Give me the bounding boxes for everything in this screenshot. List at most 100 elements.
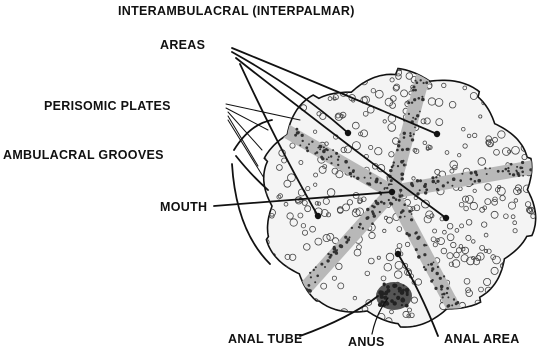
groove-stipple <box>299 144 301 146</box>
groove-stipple <box>424 183 427 186</box>
perisomic-plate <box>543 198 549 204</box>
perisomic-plate <box>536 168 543 175</box>
groove-stipple <box>507 170 510 173</box>
groove-stipple <box>330 155 332 157</box>
groove-stipple <box>516 171 518 173</box>
groove-stipple <box>432 180 436 184</box>
perisomic-plate <box>321 88 325 92</box>
groove-stipple <box>389 202 392 205</box>
groove-stipple <box>398 199 401 202</box>
groove-stipple <box>300 291 303 294</box>
perisomic-plate <box>306 92 310 96</box>
perisomic-plate <box>287 273 291 277</box>
groove-stipple <box>423 82 425 84</box>
groove-stipple <box>375 201 378 204</box>
perisomic-plate <box>310 306 317 313</box>
groove-stipple <box>425 81 428 84</box>
groove-stipple <box>435 176 437 178</box>
groove-stipple <box>335 249 338 252</box>
groove-stipple <box>296 292 299 295</box>
groove-stipple <box>349 172 352 175</box>
groove-stipple <box>249 117 252 120</box>
groove-stipple <box>397 144 400 147</box>
perisomic-plate <box>356 66 359 69</box>
anal-stipple <box>383 284 385 286</box>
groove-stipple <box>319 148 321 150</box>
groove-stipple <box>423 46 426 49</box>
perisomic-plate <box>474 82 479 87</box>
groove-stipple <box>440 288 443 291</box>
groove-stipple <box>371 205 374 208</box>
perisomic-plate <box>533 191 540 198</box>
groove-stipple <box>461 310 463 312</box>
groove-stipple <box>329 256 332 259</box>
groove-stipple <box>326 149 328 151</box>
groove-stipple <box>369 172 371 174</box>
perisomic-plate <box>509 273 516 280</box>
groove-stipple <box>373 214 376 217</box>
groove-stipple <box>286 306 288 308</box>
groove-stipple <box>297 131 300 134</box>
groove-stipple <box>547 166 550 169</box>
groove-stipple <box>293 294 296 297</box>
perisomic-plate <box>449 312 455 318</box>
anal-stipple <box>378 290 383 295</box>
groove-stipple <box>294 134 297 137</box>
leader-grooves-2 <box>236 156 268 190</box>
anal-stipple <box>390 299 394 303</box>
anal-stipple <box>401 297 404 300</box>
perisomic-plate <box>252 196 258 202</box>
groove-stipple <box>294 296 296 298</box>
groove-stipple <box>407 148 410 151</box>
groove-stipple <box>416 81 419 84</box>
groove-stipple <box>435 182 437 184</box>
groove-stipple <box>408 210 411 213</box>
label-anus: ANUS <box>348 335 385 349</box>
groove-stipple <box>464 318 467 321</box>
groove-stipple <box>453 298 455 300</box>
perisomic-plate <box>324 76 331 83</box>
groove-stipple <box>256 106 259 109</box>
groove-stipple <box>431 270 433 272</box>
groove-stipple <box>447 305 450 308</box>
perisomic-plate <box>260 230 266 236</box>
groove-stipple <box>328 156 330 158</box>
groove-stipple <box>510 163 513 166</box>
groove-stipple <box>352 169 355 172</box>
groove-stipple <box>426 63 429 66</box>
leader-areas-2-dot <box>345 130 351 136</box>
groove-stipple <box>296 128 299 131</box>
groove-stipple <box>451 304 453 306</box>
groove-stipple <box>280 134 282 136</box>
groove-stipple <box>401 177 404 180</box>
groove-stipple <box>316 275 319 278</box>
groove-stipple <box>461 173 463 175</box>
anal-stipple <box>398 291 400 293</box>
groove-stipple <box>408 233 411 236</box>
groove-stipple <box>313 269 315 271</box>
groove-stipple <box>539 161 542 164</box>
perisomic-plate <box>522 259 526 263</box>
groove-stipple <box>368 182 371 185</box>
groove-stipple <box>409 134 412 137</box>
groove-stipple <box>326 259 329 262</box>
groove-stipple <box>412 117 414 119</box>
anal-stipple <box>406 293 409 296</box>
leader-areas-4-dot <box>315 213 321 219</box>
groove-stipple <box>380 201 383 204</box>
leader-areas-3-dot <box>443 215 449 221</box>
groove-stipple <box>436 272 439 275</box>
perisomic-plate <box>420 326 423 329</box>
groove-stipple <box>455 302 458 305</box>
groove-stipple <box>447 181 449 183</box>
perisomic-plate <box>532 235 540 243</box>
groove-stipple <box>417 255 421 259</box>
groove-stipple <box>398 140 401 143</box>
perisomic-plate <box>543 213 548 218</box>
groove-stipple <box>446 292 448 294</box>
groove-stipple <box>470 178 473 181</box>
groove-stipple <box>423 68 426 71</box>
groove-stipple <box>371 210 374 213</box>
perisomic-plate <box>252 229 259 236</box>
